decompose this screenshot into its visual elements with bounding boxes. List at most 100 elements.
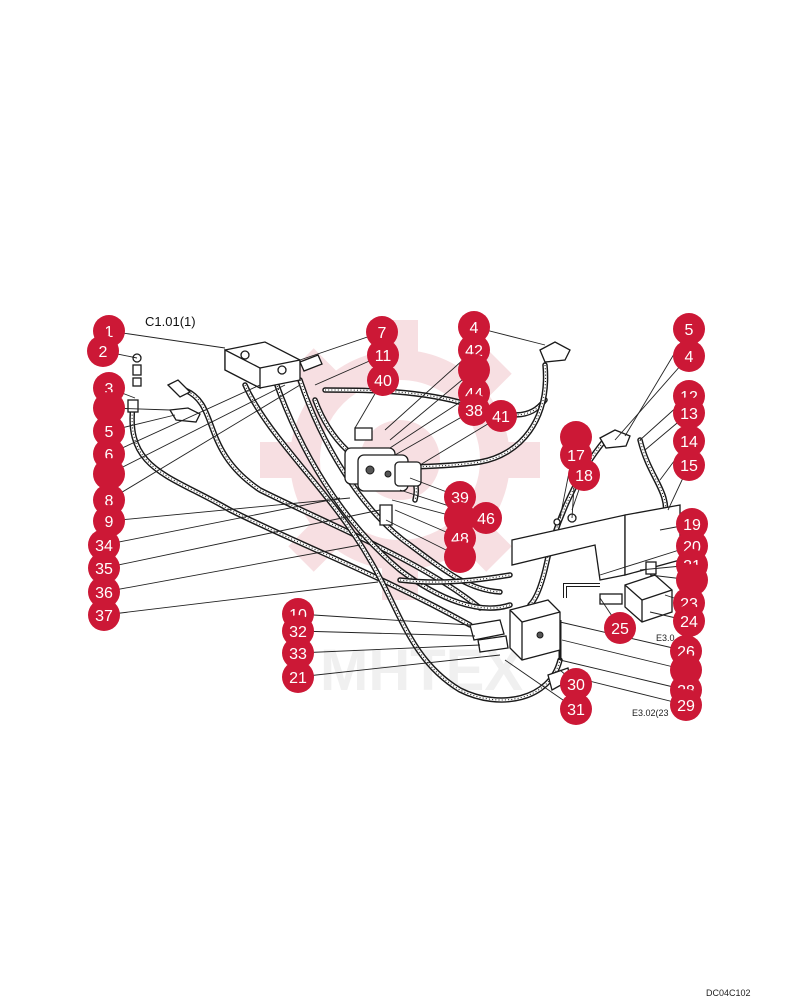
leader-line-c1 [108, 330, 226, 349]
callout-circle [367, 364, 399, 396]
callout-number: 46 [477, 511, 495, 528]
callout-c33: 33 [282, 637, 314, 669]
callout-number: 4 [470, 320, 479, 337]
callout-number: 33 [289, 646, 307, 663]
valve-block-right [599, 561, 673, 623]
callout-circle [93, 392, 125, 424]
callout-c29: 29 [670, 689, 702, 721]
callout-number: 13 [680, 406, 698, 423]
callout-circle [88, 529, 120, 561]
fitting-stack-left [127, 353, 201, 423]
callout-number: 38 [465, 403, 483, 420]
callout-circle [93, 415, 125, 447]
hose-right-cross [397, 572, 513, 585]
callout-circle [93, 505, 125, 537]
callout-c25: 25 [604, 612, 636, 644]
leader-line-c21b [297, 654, 501, 678]
callout-circle [676, 508, 708, 540]
callout-c4a [93, 392, 125, 424]
hose-valve-down-2 [272, 377, 513, 611]
callout-circle [673, 340, 705, 372]
callout-c40: 40 [367, 364, 399, 396]
callout-circle [367, 339, 399, 371]
callout-c5b: 5 [673, 313, 705, 345]
callout-number: 15 [680, 458, 698, 475]
leader-line-c27 [561, 639, 687, 671]
callout-c43 [458, 354, 490, 386]
leader-line-c43 [389, 369, 475, 441]
leader-line-c35 [103, 509, 381, 569]
callout-c11: 11 [367, 339, 399, 371]
callout-circle [604, 612, 636, 644]
callout-c13: 13 [673, 397, 705, 429]
callout-c19: 19 [676, 508, 708, 540]
callout-circle [673, 397, 705, 429]
leader-line-c44 [389, 392, 475, 449]
callout-number: 36 [95, 585, 113, 602]
callout-circle [282, 661, 314, 693]
callout-circle [673, 425, 705, 457]
reference-e3-short: E3.0 [656, 633, 675, 643]
callout-c15: 15 [673, 449, 705, 481]
callout-c21b: 21 [282, 661, 314, 693]
leader-line-c20 [599, 545, 693, 576]
rigid-parts [511, 504, 681, 660]
callout-circle [88, 599, 120, 631]
callout-circle [93, 458, 125, 490]
callout-circle [282, 615, 314, 647]
callout-c7a [93, 458, 125, 490]
callout-group: 1235689343536377114044244384154121314151… [87, 311, 708, 725]
callout-circle [670, 689, 702, 721]
callout-number: 8 [105, 493, 114, 510]
callout-circle [458, 354, 490, 386]
leader-line-c34 [103, 497, 341, 546]
callout-c38: 38 [458, 394, 490, 426]
callout-circle [568, 459, 600, 491]
leader-line-c10 [297, 613, 471, 626]
leader-line-c37 [103, 581, 379, 616]
callout-circle [88, 552, 120, 584]
leader-line-c36 [103, 544, 361, 593]
callout-number: 5 [685, 322, 694, 339]
callout-number: 2 [99, 344, 108, 361]
leader-line-c33 [297, 644, 481, 654]
callout-c2: 2 [87, 335, 119, 367]
callout-c4c: 4 [673, 340, 705, 372]
callout-circle [458, 311, 490, 343]
reference-c101: C1.01(1) [145, 314, 196, 329]
callout-circle [673, 449, 705, 481]
callout-circle [673, 605, 705, 637]
callout-c9: 9 [93, 505, 125, 537]
drawing-code: DC04C102 [706, 988, 751, 998]
callout-c18: 18 [568, 459, 600, 491]
callout-number: 31 [567, 702, 585, 719]
callout-circle [560, 668, 592, 700]
hose-valve-down-3 [297, 377, 503, 595]
callout-number: 14 [680, 434, 698, 451]
callout-c31: 31 [560, 693, 592, 725]
callout-number: 29 [677, 698, 695, 715]
hose-valve-down-1 [242, 382, 563, 703]
callout-number: 18 [575, 468, 593, 485]
callout-c35: 35 [88, 552, 120, 584]
callout-number: 25 [611, 621, 629, 638]
callout-c24: 24 [673, 605, 705, 637]
control-valve-top [224, 341, 323, 390]
callout-circle [88, 576, 120, 608]
callout-number: 34 [95, 538, 113, 555]
leader-line-c32 [297, 630, 476, 637]
callout-number: 1 [105, 324, 114, 341]
callout-number: 6 [105, 447, 114, 464]
valve-block-lower [469, 599, 571, 691]
callout-c5a: 5 [93, 415, 125, 447]
callout-circle [485, 400, 517, 432]
callout-circle [458, 394, 490, 426]
callout-circle [470, 502, 502, 534]
callout-number: 40 [374, 373, 392, 390]
callout-number: 21 [289, 670, 307, 687]
callout-number: 7 [378, 325, 387, 342]
callout-number: 35 [95, 561, 113, 578]
leader-line-c6 [108, 384, 261, 455]
callout-number: 4 [685, 349, 694, 366]
